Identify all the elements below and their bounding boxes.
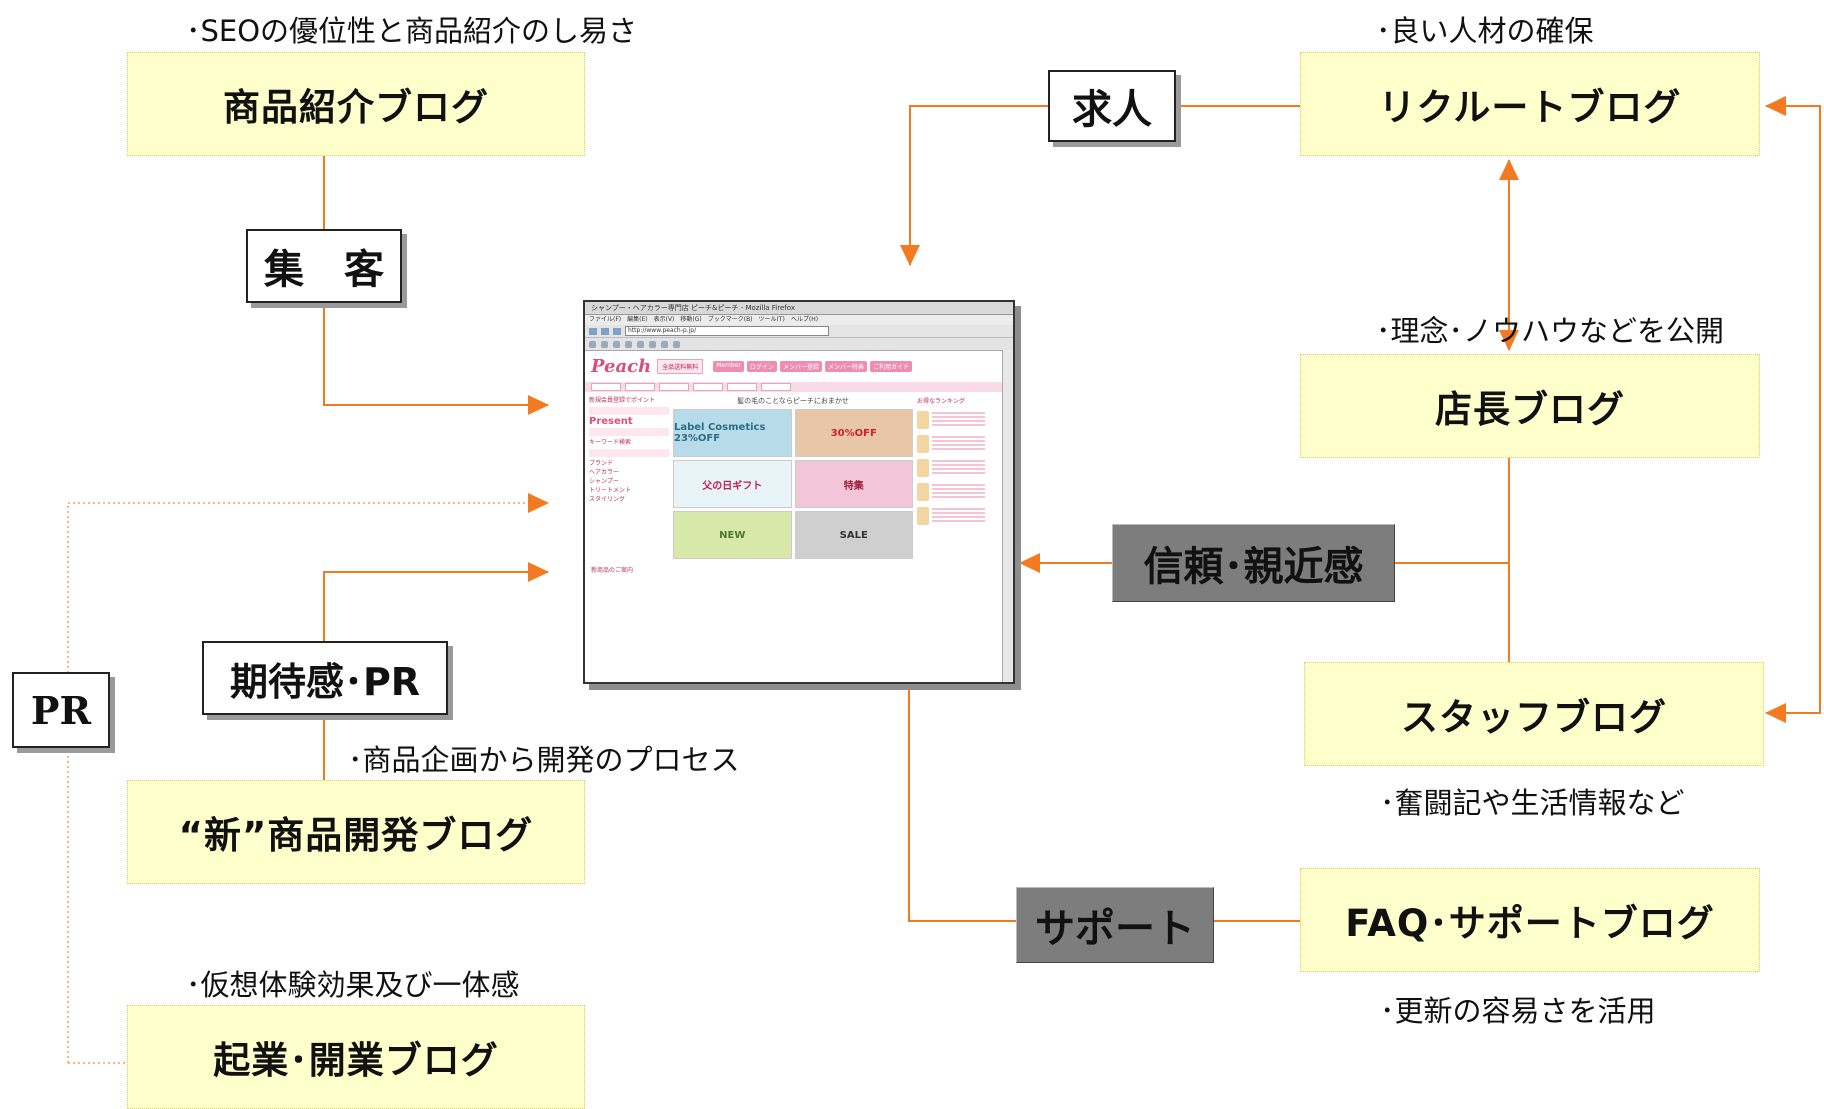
product-item	[917, 411, 985, 429]
toolbar-icon	[673, 340, 680, 348]
subnav-tab	[591, 383, 621, 391]
tag-pr: PR	[12, 672, 110, 748]
line-recruit-staff-bracket	[1765, 96, 1821, 723]
site-nav: Member ログイン メンバー登録 メンバー特典 ご利用ガイド	[713, 360, 912, 372]
blog-manager: 店長ブログ	[1300, 354, 1760, 458]
note-update: ･更新の容易さを活用	[1380, 994, 1656, 1028]
tag-attract: 集 客	[246, 229, 402, 303]
page-footer-label: 新商品のご案内	[591, 567, 634, 574]
browser-titlebar: シャンプー・ヘアカラー専門店 ピーチ&ピーチ - Mozilla Firefox	[585, 302, 1013, 315]
product-item	[917, 507, 985, 525]
tag-hiring: 求人	[1048, 70, 1176, 142]
page-columns: 新規会員登録でポイント Present キーワード検索 ブランド ヘアカラー シ…	[585, 392, 1003, 563]
line-support	[908, 686, 1300, 922]
promo-badge: 全品送料無料	[657, 358, 704, 374]
nav-item: ご利用ガイド	[869, 360, 912, 372]
tag-trust: 信頼･親近感	[1112, 524, 1395, 602]
site-subnav	[585, 382, 1003, 392]
scrollbar	[1002, 350, 1013, 682]
left-item: 新規会員登録でポイント	[589, 397, 656, 404]
left-box	[589, 449, 669, 457]
nav-item: メンバー登録	[779, 360, 822, 372]
right-column: お得なランキング	[917, 396, 985, 559]
note-virtual: ･仮想体験効果及び一体感	[186, 968, 520, 1002]
banner-grid: Label Cosmetics 23%OFF 30%OFF 父の日ギフト 特集 …	[673, 409, 913, 559]
subnav-tab	[693, 383, 723, 391]
browser-menubar: ファイル(F) 編集(E) 表示(V) 移動(G) ブックマーク(B) ツール(…	[585, 315, 1013, 325]
web-page: Peach 全品送料無料 Member ログイン メンバー登録 メンバー特典 ご…	[585, 350, 1003, 682]
product-item	[917, 483, 985, 501]
browser-toolbar: http://www.peach-p.jp/	[585, 325, 1013, 338]
left-box	[589, 407, 669, 415]
toolbar-icon	[637, 340, 644, 348]
site-header: Peach 全品送料無料 Member ログイン メンバー登録 メンバー特典 ご…	[585, 350, 1003, 382]
blog-new-product: “新”商品開発ブログ	[127, 780, 585, 884]
banner: SALE	[794, 511, 913, 559]
banner: 父の日ギフト	[673, 460, 792, 508]
note-seo: ･SEOの優位性と商品紹介のし易さ	[186, 14, 638, 48]
banner: 特集	[794, 460, 913, 508]
present-banner: Present	[589, 416, 633, 427]
blog-product-intro: 商品紹介ブログ	[127, 52, 585, 156]
url-bar: http://www.peach-p.jp/	[625, 326, 829, 336]
toolbar-icon	[601, 340, 608, 348]
line-pr-bracket	[67, 503, 548, 1064]
subnav-tab	[727, 383, 757, 391]
note-talent: ･良い人材の確保	[1376, 14, 1594, 48]
blog-startup: 起業･開業ブログ	[127, 1005, 585, 1109]
website-screenshot: シャンプー・ヘアカラー専門店 ピーチ&ピーチ - Mozilla Firefox…	[583, 300, 1015, 684]
left-item: キーワード検索	[589, 439, 632, 446]
left-item: トリートメント	[589, 487, 632, 494]
left-column: 新規会員登録でポイント Present キーワード検索 ブランド ヘアカラー シ…	[589, 396, 669, 559]
subnav-tab	[625, 383, 655, 391]
blog-faq-support: FAQ･サポートブログ	[1300, 868, 1760, 972]
banner: Label Cosmetics 23%OFF	[673, 409, 792, 457]
toolbar-icon	[613, 340, 620, 348]
subnav-tab	[659, 383, 689, 391]
blog-recruit: リクルートブログ	[1300, 52, 1760, 156]
tag-support: サポート	[1016, 887, 1214, 963]
left-item: シャンプー	[589, 478, 619, 485]
toolbar-icon	[625, 340, 632, 348]
forward-icon	[601, 327, 609, 335]
blog-staff: スタッフブログ	[1304, 662, 1764, 766]
note-philosophy: ･理念･ノウハウなどを公開	[1376, 314, 1725, 348]
toolbar-icon	[661, 340, 668, 348]
center-column: 髪の毛のことならピーチにおまかせ Label Cosmetics 23%OFF …	[673, 396, 913, 559]
left-item: ブランド	[589, 460, 614, 467]
product-item	[917, 459, 985, 477]
site-logo: Peach	[591, 355, 652, 377]
reload-icon	[613, 327, 621, 335]
banner: 30%OFF	[794, 409, 913, 457]
nav-item: ログイン	[746, 360, 777, 372]
tag-expectation: 期待感･PR	[202, 641, 448, 715]
browser-toolbar-2	[585, 338, 1013, 351]
product-item	[917, 435, 985, 453]
nav-item: Member	[713, 360, 744, 372]
subnav-tab	[761, 383, 791, 391]
left-box	[589, 428, 669, 436]
left-item: スタイリング	[589, 496, 626, 503]
left-item: ヘアカラー	[589, 469, 620, 476]
note-process: ･商品企画から開発のプロセス	[348, 743, 740, 777]
center-heading: 髪の毛のことならピーチにおまかせ	[737, 397, 849, 405]
toolbar-icon	[649, 340, 656, 348]
right-title: お得なランキング	[917, 398, 965, 405]
nav-item: メンバー特典	[824, 360, 867, 372]
toolbar-icon	[589, 340, 596, 348]
banner: NEW	[673, 511, 792, 559]
back-icon	[589, 327, 597, 335]
note-struggle: ･奮闘記や生活情報など	[1380, 786, 1685, 820]
